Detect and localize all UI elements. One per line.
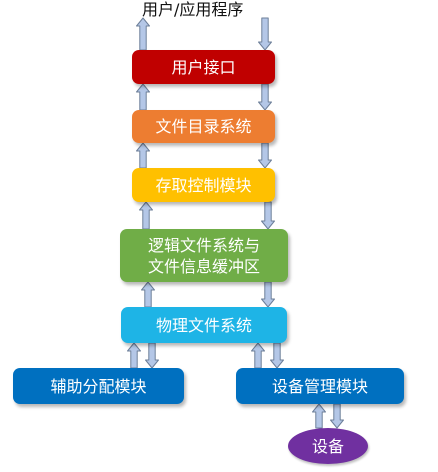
arrow-physical-device-mgmt-up	[251, 342, 265, 369]
arrow-access-logical-up	[139, 201, 153, 230]
user-interface-label: 用户接口	[171, 57, 236, 77]
file-directory-node: 文件目录系统	[132, 110, 275, 143]
arrow-directory-access-down	[258, 142, 272, 169]
arrow-physical-device-mgmt-down	[270, 342, 284, 369]
arrow-logical-physical-up	[141, 281, 155, 308]
user-interface-node: 用户接口	[132, 50, 275, 84]
device-label: 设备	[311, 436, 344, 456]
arrow-interface-directory-up	[136, 83, 150, 111]
user-application-label: 用户/应用程序	[142, 0, 244, 19]
file-directory-label: 文件目录系统	[155, 117, 252, 136]
arrow-physical-aux-down	[145, 342, 159, 369]
device-node: 设备	[288, 428, 368, 464]
physical-file-system-label: 物理文件系统	[155, 315, 252, 335]
auxiliary-allocation-node: 辅助分配模块	[13, 368, 184, 404]
arrow-directory-access-up	[136, 142, 150, 169]
arrow-logical-physical-down	[261, 281, 275, 308]
auxiliary-allocation-label: 辅助分配模块	[50, 376, 147, 396]
access-control-node: 存取控制模块	[132, 168, 275, 202]
arrow-app-to-interface-up	[136, 17, 150, 51]
logical-file-system-node: 逻辑文件系统与 文件信息缓冲区	[120, 229, 288, 282]
device-management-node: 设备管理模块	[236, 368, 404, 404]
arrow-device-mgmt-device-up	[312, 403, 326, 429]
arrow-interface-directory-down	[258, 83, 272, 111]
arrow-device-mgmt-device-down	[330, 403, 344, 429]
arrow-physical-aux-up	[127, 342, 141, 369]
physical-file-system-node: 物理文件系统	[121, 307, 287, 343]
arrow-app-to-interface-down	[258, 17, 272, 51]
arrow-access-logical-down	[261, 201, 275, 230]
device-management-label: 设备管理模块	[271, 376, 368, 396]
logical-file-system-label: 逻辑文件系统与 文件信息缓冲区	[147, 235, 260, 276]
access-control-label: 存取控制模块	[155, 175, 252, 195]
